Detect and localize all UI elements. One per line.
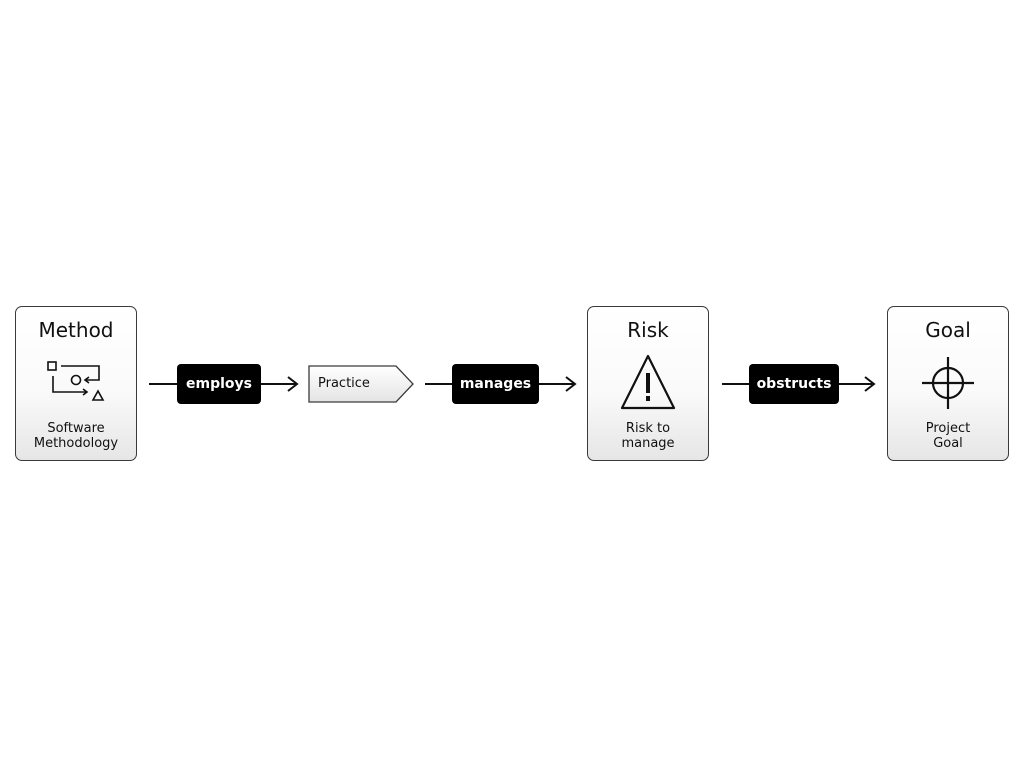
method-caption-line2: Methodology xyxy=(33,436,119,451)
practice-label: Practice xyxy=(318,376,370,391)
risk-node[interactable]: Risk Risk to manage xyxy=(587,306,709,461)
method-caption-line1: Software xyxy=(47,421,105,436)
employs-arrowhead-icon xyxy=(287,376,299,392)
goal-caption: Project Goal xyxy=(892,421,1004,451)
employs-label[interactable]: employs xyxy=(177,364,261,404)
practice-node[interactable] xyxy=(308,365,414,403)
risk-caption-line1: Risk to xyxy=(625,421,671,436)
goal-caption-line1: Project xyxy=(925,421,971,436)
goal-node[interactable]: Goal Project Goal xyxy=(887,306,1009,461)
manages-label[interactable]: manages xyxy=(452,364,539,404)
risk-caption-line2: manage xyxy=(621,436,675,451)
risk-title: Risk xyxy=(627,318,669,342)
method-caption: Software Methodology xyxy=(20,421,132,451)
goal-title: Goal xyxy=(925,318,971,342)
warning-icon xyxy=(588,351,708,413)
method-title: Method xyxy=(38,318,114,342)
crosshair-icon xyxy=(888,355,1008,411)
obstructs-label[interactable]: obstructs xyxy=(749,364,839,404)
obstructs-arrowhead-icon xyxy=(864,376,876,392)
risk-caption: Risk to manage xyxy=(592,421,704,451)
method-node[interactable]: Method Software Methodology xyxy=(15,306,137,461)
manages-arrowhead-icon xyxy=(565,376,577,392)
process-flow-icon xyxy=(16,355,136,411)
goal-caption-line2: Goal xyxy=(933,436,963,451)
